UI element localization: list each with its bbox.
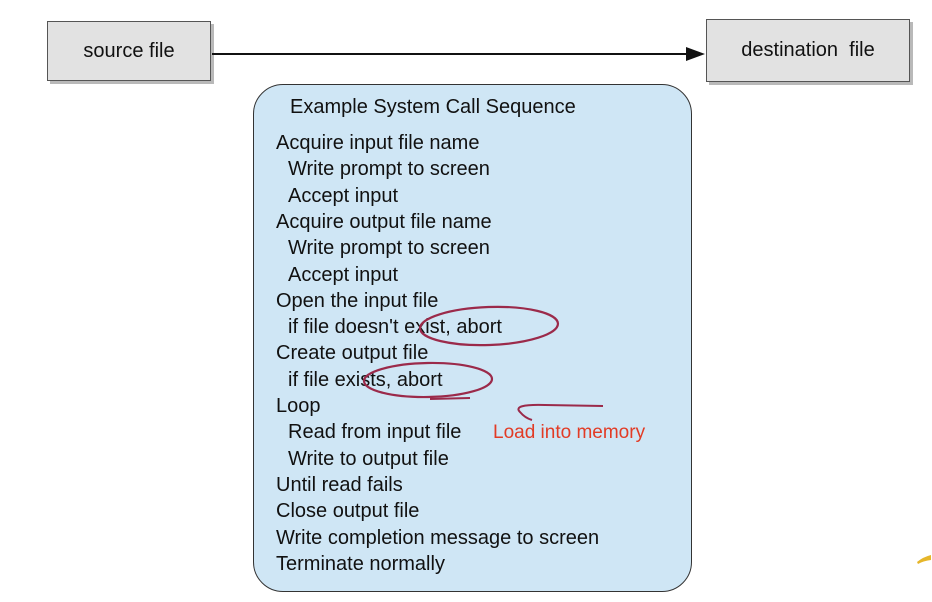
step-line: Write prompt to screen	[288, 158, 490, 181]
source-file-box: source file	[47, 21, 211, 81]
step-line: if file exists, abort	[288, 368, 443, 391]
step-line: Write to output file	[288, 447, 449, 470]
copy-arrow	[212, 47, 705, 61]
destination-file-label: destination file	[741, 39, 875, 61]
step-line: Accept input	[288, 184, 399, 207]
step-line: Loop	[276, 395, 321, 417]
step-line: Accept input	[288, 263, 399, 286]
step-line: Until read fails	[276, 473, 403, 496]
step-line: if file doesn't exist, abort	[288, 316, 502, 339]
annotation-note: Load into memory	[493, 422, 646, 443]
destination-file-box: destination file	[706, 19, 910, 82]
step-line: Create output file	[276, 342, 429, 365]
step-line: Close output file	[276, 500, 420, 523]
step-line: Acquire input file name	[276, 132, 480, 154]
sequence-title: Example System Call Sequence	[290, 96, 576, 118]
step-line: Write prompt to screen	[288, 237, 490, 260]
step-line: Write completion message to screen	[276, 526, 600, 549]
step-line: Acquire output file name	[276, 210, 492, 233]
source-file-label: source file	[83, 39, 175, 62]
corner-mark	[917, 555, 931, 564]
step-line: Read from input file	[288, 421, 462, 444]
step-line: Terminate normally	[276, 552, 445, 575]
step-line: Open the input file	[276, 289, 439, 312]
